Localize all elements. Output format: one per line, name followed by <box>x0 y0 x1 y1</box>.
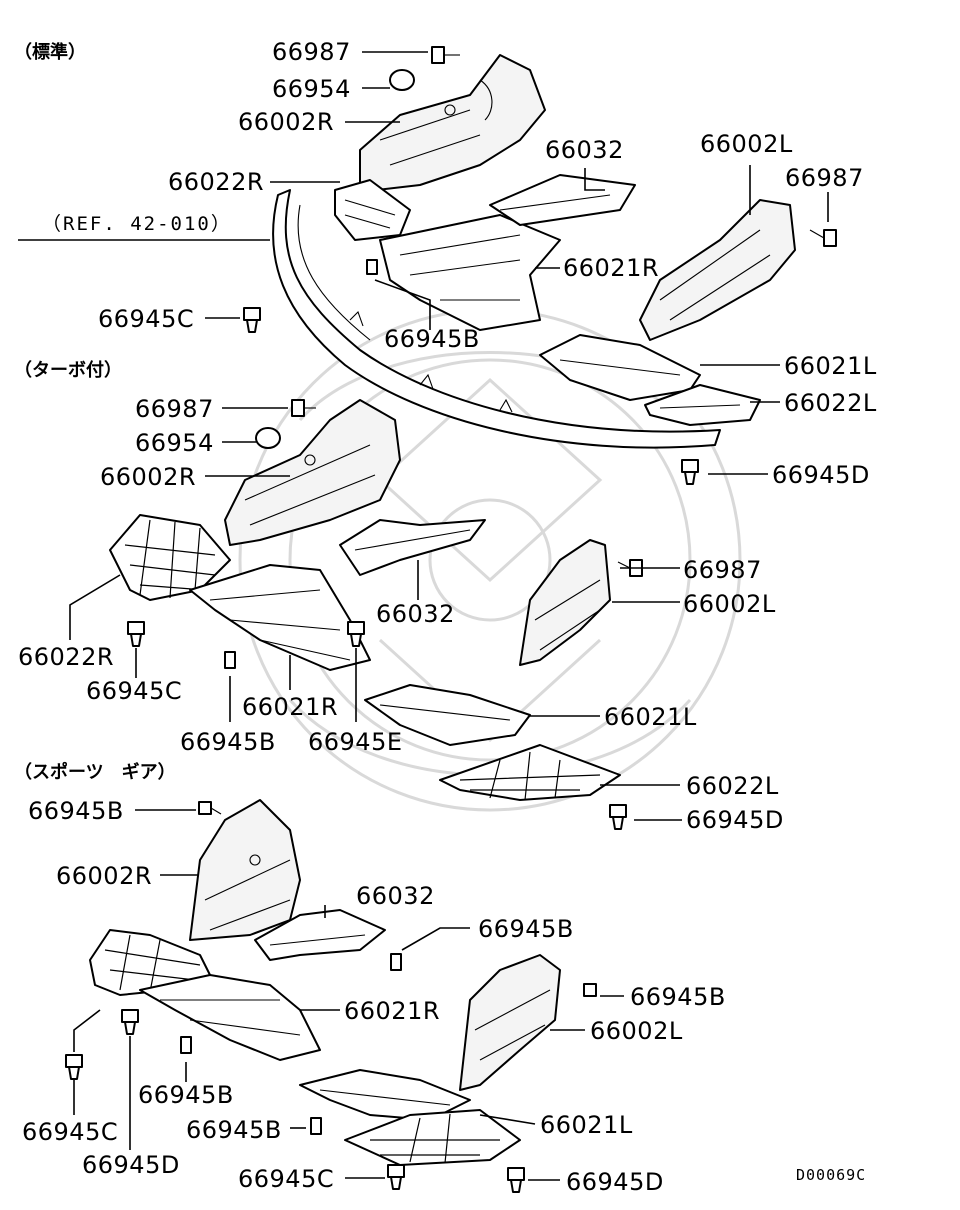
clip-icon <box>65 1054 83 1080</box>
clip-icon <box>310 1117 322 1135</box>
clip-icon <box>507 1167 525 1193</box>
part-66022L-standard <box>644 384 761 426</box>
label-66945B: 66945B <box>28 797 124 825</box>
label-66021R: 66021R <box>563 254 659 282</box>
part-66021L-standard <box>539 334 701 401</box>
part-66032-standard <box>489 174 636 226</box>
label-66987: 66987 <box>683 556 762 584</box>
label-66945B: 66945B <box>384 325 480 353</box>
label-66021L: 66021L <box>540 1111 633 1139</box>
part-66032-sports <box>254 909 386 961</box>
label-66945D: 66945D <box>566 1168 664 1196</box>
fastener-icons-standard <box>243 46 837 485</box>
bolt-icon <box>291 399 316 417</box>
clip-icon <box>609 804 627 830</box>
label-66945B: 66945B <box>186 1116 282 1144</box>
plug-icon <box>255 427 281 449</box>
part-66022R-standard <box>334 179 411 241</box>
part-66032-turbo <box>339 519 486 576</box>
bumper-reinforcement <box>272 189 721 449</box>
part-66021R-turbo <box>189 564 371 671</box>
label-66021R: 66021R <box>344 997 440 1025</box>
label-66945B: 66945B <box>180 728 276 756</box>
clip-icon <box>224 651 236 669</box>
label-66032: 66032 <box>376 600 455 628</box>
label-66022L: 66022L <box>686 772 779 800</box>
clip-icon <box>681 459 699 485</box>
part-66002L-turbo <box>519 539 611 666</box>
part-66022L-turbo <box>439 744 621 801</box>
clip-icon <box>198 801 222 815</box>
label-66002L: 66002L <box>700 130 793 158</box>
label-66002L: 66002L <box>590 1017 683 1045</box>
label-66945C: 66945C <box>238 1165 334 1193</box>
part-66002R-standard <box>359 54 546 193</box>
label-66032: 66032 <box>545 136 624 164</box>
label-66987: 66987 <box>135 395 214 423</box>
label-66002R: 66002R <box>238 108 334 136</box>
label-66022R: 66022R <box>168 168 264 196</box>
label-66954: 66954 <box>272 75 351 103</box>
part-66021R-standard <box>379 214 561 331</box>
label-66022L: 66022L <box>784 389 877 417</box>
label-66021L: 66021L <box>604 703 697 731</box>
label-66945D: 66945D <box>772 461 870 489</box>
label-66987: 66987 <box>785 164 864 192</box>
leaders-sports <box>73 809 624 1181</box>
leaders-turbo <box>69 407 682 821</box>
fastener-icons-sports <box>65 801 597 1193</box>
part-66022L-sports <box>344 1109 521 1166</box>
part-66021L-sports <box>299 1069 471 1121</box>
clip-icon <box>366 259 378 275</box>
part-66022R-turbo <box>109 514 231 601</box>
section-title-turbo: （ターボ付） <box>14 359 122 381</box>
label-66002R: 66002R <box>100 463 196 491</box>
clip-icon <box>180 1036 192 1054</box>
label-66954: 66954 <box>135 429 214 457</box>
section-title-sports-gear: （スポーツ ギア） <box>14 761 176 783</box>
label-66021L: 66021L <box>784 352 877 380</box>
label-66002L: 66002L <box>683 590 776 618</box>
label-66002R: 66002R <box>56 862 152 890</box>
clip-icon <box>347 621 365 647</box>
label-66945D: 66945D <box>686 806 784 834</box>
label-66945C: 66945C <box>98 305 194 333</box>
label-66032: 66032 <box>356 882 435 910</box>
label-66945C: 66945C <box>22 1118 118 1146</box>
clip-icon <box>387 1164 405 1190</box>
part-66021R-sports <box>139 974 321 1061</box>
part-66002L-sports <box>459 954 561 1091</box>
label-66022R: 66022R <box>18 643 114 671</box>
label-66945B: 66945B <box>630 983 726 1011</box>
clip-icon <box>121 1009 139 1035</box>
part-66021L-turbo <box>364 684 531 746</box>
bolt-icon <box>431 46 460 64</box>
reference-label: （REF. 42-010） <box>42 213 232 235</box>
plug-icon <box>389 69 415 91</box>
section-title-standard: （標準） <box>14 41 86 63</box>
clip-icon <box>127 621 145 647</box>
clip-icon <box>583 983 597 997</box>
leaders-standard <box>205 51 829 475</box>
part-66002L-standard <box>639 199 796 341</box>
clip-icon <box>390 953 402 971</box>
label-66945D: 66945D <box>82 1151 180 1179</box>
part-66002R-sports <box>189 799 301 941</box>
part-66002R-turbo <box>224 399 401 546</box>
label-66945E: 66945E <box>308 728 403 756</box>
bolt-icon <box>809 229 837 247</box>
label-66945C: 66945C <box>86 677 182 705</box>
clip-icon <box>243 307 261 333</box>
label-66945B: 66945B <box>138 1081 234 1109</box>
label-66021R: 66021R <box>242 693 338 721</box>
label-66945B: 66945B <box>478 915 574 943</box>
diagram-code: D00069C <box>796 1166 866 1184</box>
label-66987: 66987 <box>272 38 351 66</box>
